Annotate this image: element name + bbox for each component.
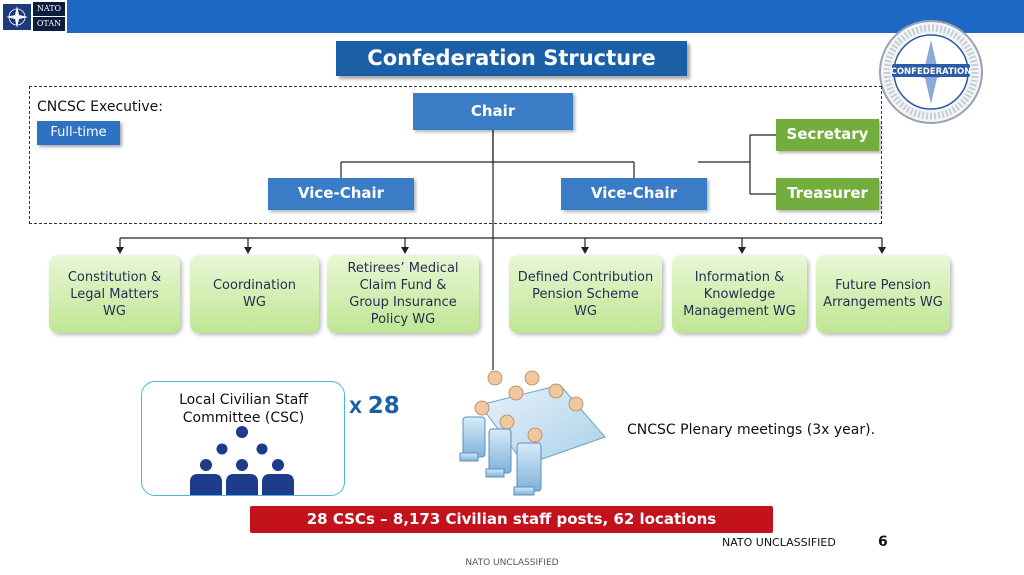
- wg-line: Coordination: [212, 278, 297, 293]
- wg-information-knowledge: Information & Knowledge Management WG: [672, 255, 807, 333]
- top-bar: [0, 0, 1024, 33]
- multiplier-number: 28: [367, 393, 400, 419]
- page-title: Confederation Structure: [336, 41, 687, 76]
- local-csc-box: [141, 381, 345, 496]
- wg-line: Management WG: [683, 303, 796, 319]
- local-csc-label: Local Civilian Staff Committee (CSC): [160, 391, 327, 427]
- secretary-box: Secretary: [776, 119, 879, 151]
- wg-line: Policy WG: [370, 312, 436, 327]
- wg-line: WG: [574, 303, 597, 319]
- multiplier-x: X: [349, 398, 363, 418]
- wg-line: Defined Contribution: [517, 269, 654, 285]
- classification-label: NATO UNCLASSIFIED: [722, 536, 836, 549]
- wg-line: Legal Matters: [70, 286, 159, 302]
- logo-text-nato: NATO: [33, 2, 65, 16]
- logo-text-otan: OTAN: [33, 17, 65, 31]
- nato-logo: NATO OTAN: [0, 0, 67, 33]
- csc-label-line: Committee (CSC): [182, 410, 305, 426]
- summary-bar: 28 CSCs – 8,173 Civilian staff posts, 62…: [250, 506, 773, 533]
- chair-box: Chair: [413, 93, 573, 130]
- vice-chair-box-right: Vice-Chair: [561, 178, 707, 210]
- confederation-emblem-icon: CONFEDERATION: [879, 20, 983, 124]
- executive-group-border: [29, 86, 882, 224]
- plenary-meeting-illustration-icon: [459, 370, 606, 496]
- wg-line: Pension Scheme: [532, 286, 639, 302]
- wg-line: Claim Fund &: [359, 278, 447, 293]
- emblem-text: CONFEDERATION: [891, 67, 972, 77]
- wg-line: Knowledge: [703, 286, 776, 302]
- page-number: 6: [878, 534, 888, 550]
- wg-line: WG: [243, 295, 266, 310]
- vice-chair-box-left: Vice-Chair: [268, 178, 414, 210]
- executive-label: CNCSC Executive:: [37, 99, 164, 115]
- wg-line: Future Pension: [835, 278, 931, 293]
- classification-footer: NATO UNCLASSIFIED: [465, 558, 559, 568]
- wg-line: WG: [103, 303, 126, 319]
- wg-line: Arrangements WG: [823, 295, 943, 310]
- wg-line: Retirees’ Medical: [347, 261, 459, 276]
- wg-retirees-medical: Retirees’ Medical Claim Fund & Group Ins…: [327, 255, 479, 333]
- csc-label-line: Local Civilian Staff: [179, 392, 308, 408]
- committee-people-icon: [190, 426, 294, 495]
- wg-future-pension: Future Pension Arrangements WG: [816, 255, 950, 333]
- fulltime-badge: Full-time: [37, 121, 120, 145]
- wg-constitution-legal: Constitution & Legal Matters WG: [49, 255, 180, 333]
- wg-line: Group Insurance: [349, 295, 457, 310]
- plenary-text: CNCSC Plenary meetings (3x year).: [627, 422, 876, 438]
- nato-compass-star-icon: [3, 4, 31, 30]
- wg-line: Constitution &: [67, 269, 162, 285]
- wg-line: Information &: [694, 269, 785, 285]
- wg-defined-contribution: Defined Contribution Pension Scheme WG: [509, 255, 662, 333]
- csc-multiplier: X 28: [349, 393, 400, 419]
- wg-coordination: Coordination WG: [190, 255, 319, 333]
- treasurer-box: Treasurer: [776, 178, 879, 210]
